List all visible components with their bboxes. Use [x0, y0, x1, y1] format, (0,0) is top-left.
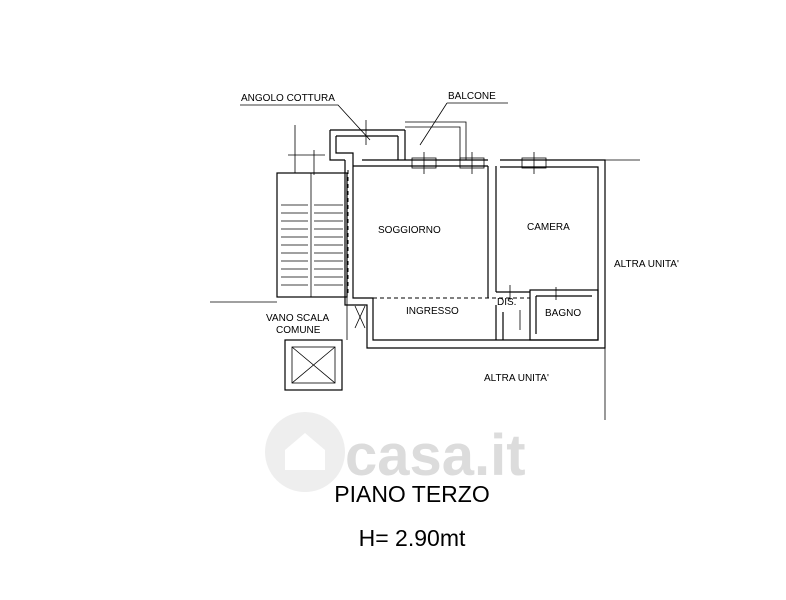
label-dis: DIS. — [497, 297, 516, 308]
stairs-left — [281, 204, 308, 286]
stair-block — [276, 125, 348, 298]
label-vano-scala: VANO SCALA — [266, 313, 329, 324]
house-logo-icon — [265, 412, 345, 492]
room-labels: ANGOLO COTTURA BALCONE SOGGIORNO CAMERA … — [241, 91, 679, 384]
label-camera: CAMERA — [527, 222, 570, 233]
label-balcone: BALCONE — [448, 91, 496, 102]
label-soggiorno: SOGGIORNO — [378, 225, 441, 236]
label-altra-unita-right: ALTRA UNITA' — [614, 259, 679, 270]
watermark-text: casa.it — [345, 423, 526, 488]
label-ingresso: INGRESSO — [406, 306, 459, 317]
label-altra-unita-bottom: ALTRA UNITA' — [484, 373, 549, 384]
ceiling-height: H= 2.90mt — [359, 525, 466, 551]
label-bagno: BAGNO — [545, 308, 581, 319]
footer: PIANO TERZO H= 2.90mt — [334, 481, 490, 551]
watermark: casa.it — [265, 412, 526, 492]
label-comune: COMUNE — [276, 325, 321, 336]
stairs-right — [314, 204, 343, 286]
floor-title: PIANO TERZO — [334, 481, 490, 507]
label-angolo-cottura: ANGOLO COTTURA — [241, 93, 335, 104]
elevator-shaft — [284, 339, 343, 391]
leader-lines — [240, 102, 508, 146]
boundary-lines — [210, 159, 640, 420]
